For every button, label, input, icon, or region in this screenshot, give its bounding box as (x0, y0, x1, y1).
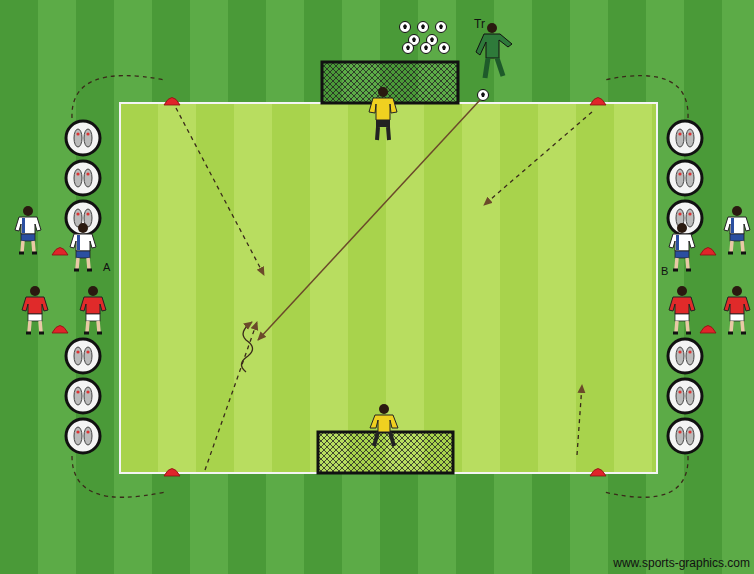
goalkeeper (370, 404, 398, 446)
group-label: B (661, 266, 668, 277)
run-path (72, 76, 688, 498)
player (15, 206, 750, 333)
coordination-ring (66, 121, 702, 453)
goalkeeper (369, 87, 397, 140)
trainer-label: Tr (474, 18, 485, 30)
pass-line (258, 100, 480, 340)
group-label: A (103, 262, 110, 273)
cone (52, 98, 716, 477)
watermark: www.sports-graphics.com (613, 557, 750, 569)
trainer (476, 23, 512, 78)
dribble-path (241, 322, 252, 372)
